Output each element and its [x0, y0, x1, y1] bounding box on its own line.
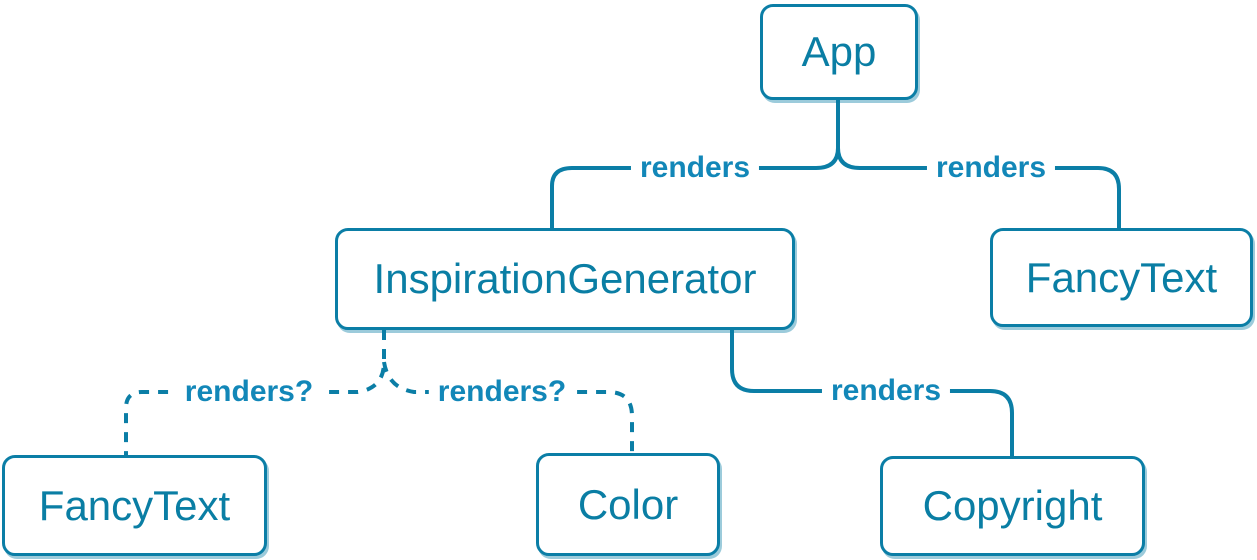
node-color: Color — [536, 453, 720, 556]
edge-label-app-inspirationgenerator: renders — [630, 151, 760, 185]
node-fancy-text-bottom: FancyText — [2, 455, 267, 556]
edge-inspirationgenerator-to-fancytext-dashed — [124, 330, 386, 455]
edge-app-to-fancytext — [836, 146, 1121, 230]
node-app: App — [760, 4, 918, 100]
edge-inspirationgenerator-to-color-dashed — [382, 361, 634, 452]
node-fancy-text-top: FancyText — [990, 228, 1253, 327]
node-inspiration-generator: InspirationGenerator — [335, 228, 795, 330]
node-copyright: Copyright — [880, 456, 1145, 556]
edge-label-app-fancytext: renders — [926, 151, 1056, 185]
edge-label-inspirationgenerator-color: renders? — [428, 375, 576, 409]
edge-label-inspirationgenerator-fancytext: renders? — [175, 375, 323, 409]
edge-label-inspirationgenerator-copyright: renders — [821, 374, 951, 408]
